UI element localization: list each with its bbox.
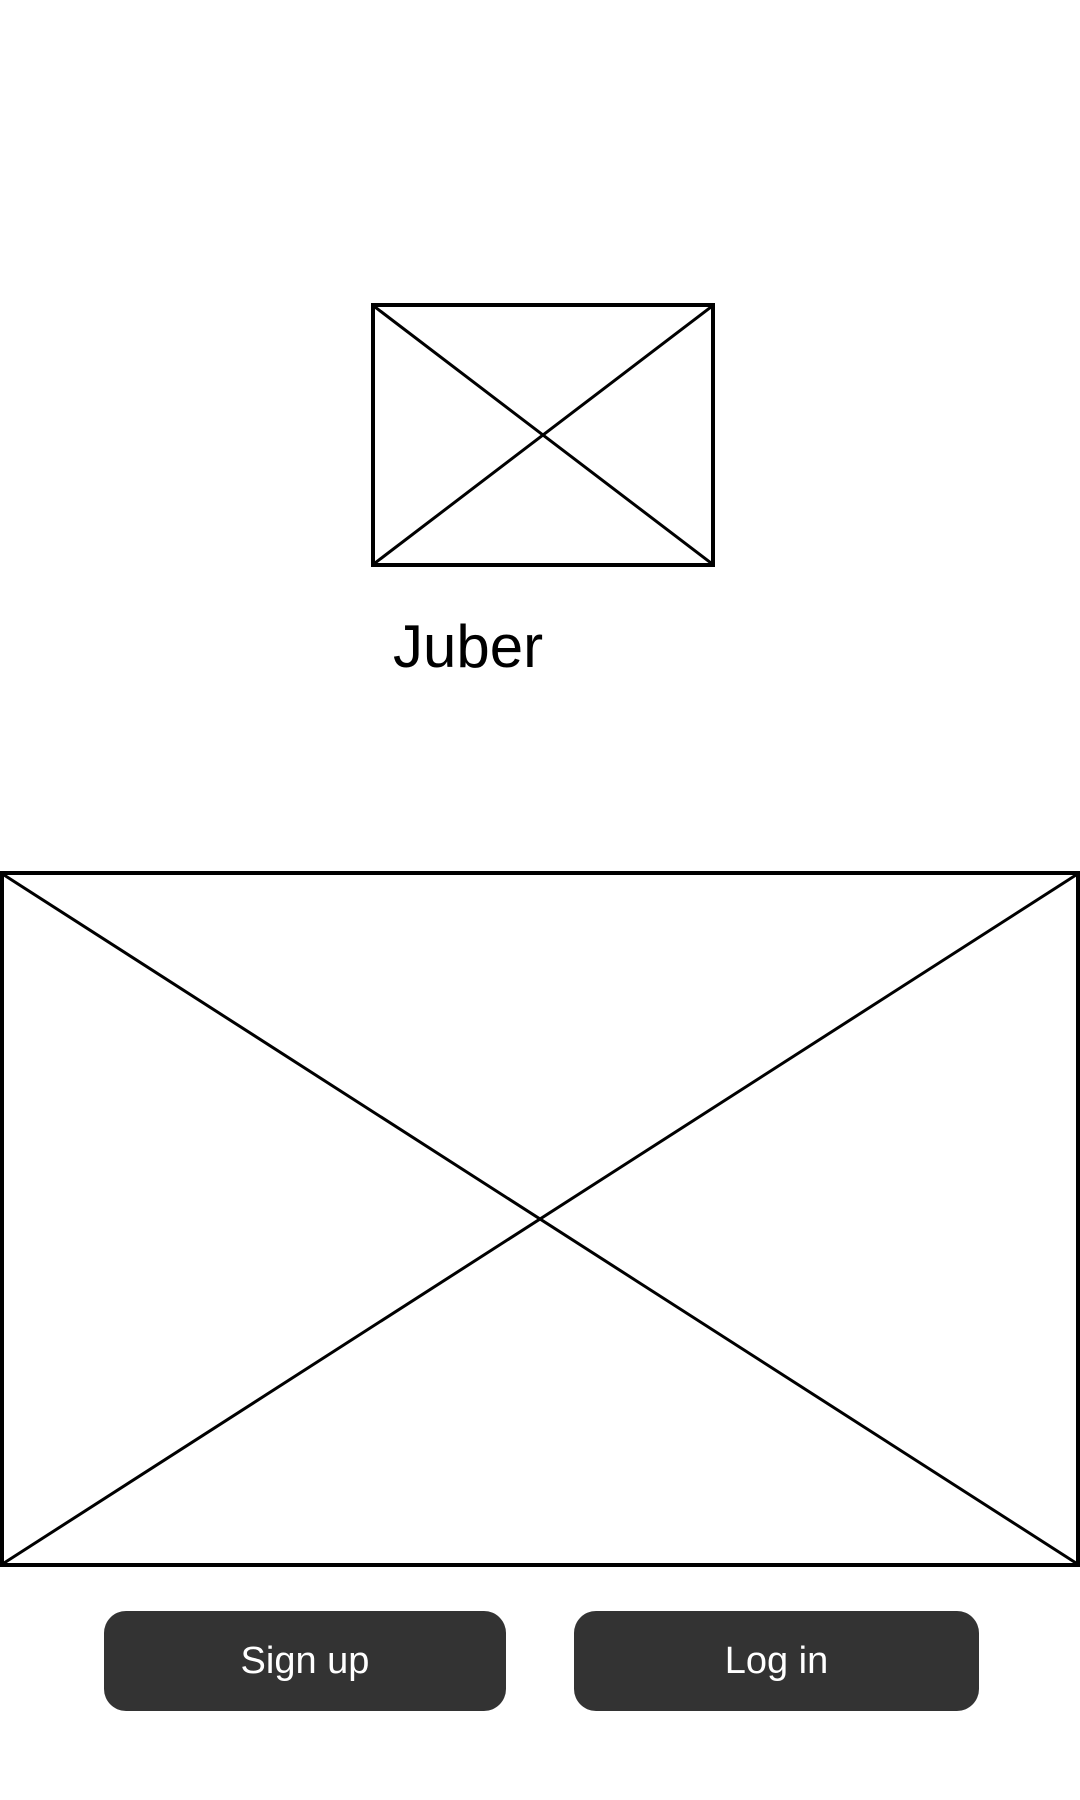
logo-image-placeholder-icon: [371, 303, 715, 567]
signup-button-label: Sign up: [240, 1639, 370, 1682]
image-placeholder-cross: [4, 875, 1076, 1563]
app-name: Juber: [393, 613, 544, 680]
image-placeholder-cross: [375, 307, 711, 563]
hero-image-placeholder-icon: [0, 871, 1080, 1567]
login-button[interactable]: Log in: [574, 1611, 979, 1711]
login-button-label: Log in: [724, 1639, 829, 1682]
signup-button[interactable]: Sign up: [104, 1611, 506, 1711]
